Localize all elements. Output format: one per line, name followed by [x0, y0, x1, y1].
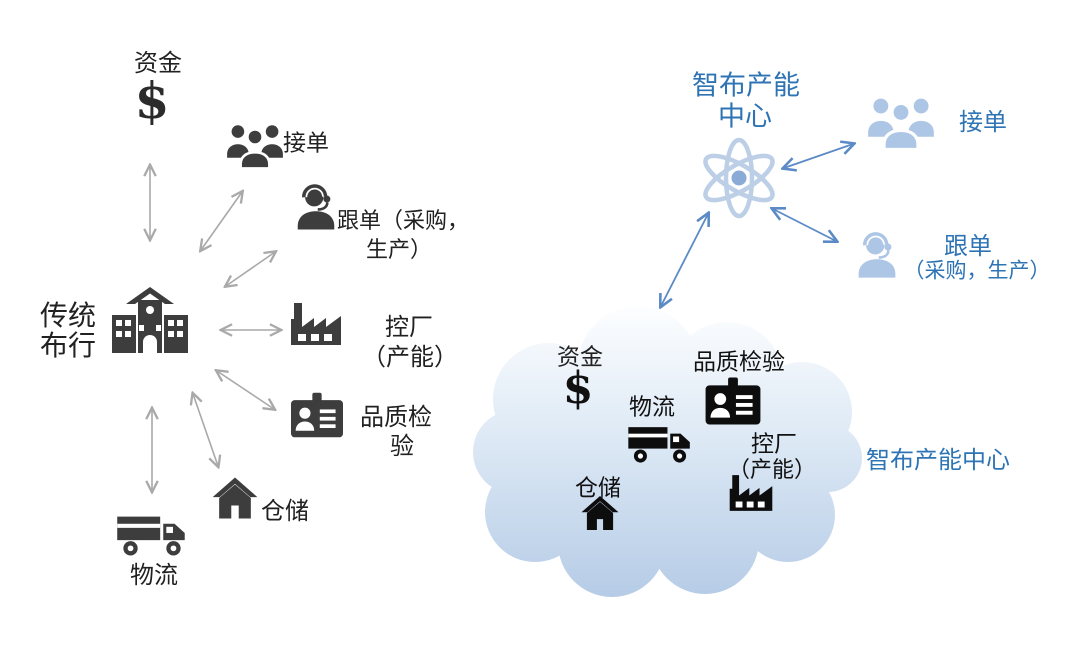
smart-hub-title-line2: 中心 — [718, 101, 772, 132]
arrow-hub-warehouse — [193, 394, 218, 466]
warehouse-label: 仓储 — [261, 498, 309, 525]
cloud-warehouse-label: 仓储 — [575, 474, 621, 501]
arrow-atom-follow — [773, 209, 836, 241]
cloud-side-label: 智布产能中心 — [866, 447, 1010, 474]
arrow-atom-orders — [784, 144, 853, 168]
cloud-logistics-label: 物流 — [629, 393, 675, 420]
gray-arrows — [150, 166, 280, 491]
house-icon-cloud — [582, 496, 619, 530]
follow-label-line2: 生产） — [365, 237, 433, 262]
cloud-factory-label-line2: （产能） — [727, 457, 817, 482]
cloud-funds-label: 资金 — [557, 343, 603, 370]
atom-icon — [703, 137, 775, 219]
smart-follow-label-line2: （采购，生产） — [903, 259, 1051, 283]
people-group-icon — [226, 124, 284, 169]
factory-icon-cloud — [728, 475, 774, 511]
follow-label-line1: 跟单（采购， — [336, 208, 470, 233]
arrow-atom-cloud — [661, 214, 708, 306]
traditional-hub-label-line2: 布行 — [39, 330, 97, 361]
id-badge-icon — [291, 393, 343, 438]
cloud-factory-label-line1: 控厂 — [751, 430, 797, 457]
headset-person-icon-light — [856, 230, 898, 278]
quality-label-line2: 验 — [390, 433, 414, 460]
orders-label: 接单 — [283, 129, 329, 156]
factory-icon — [289, 303, 343, 345]
headset-person-icon — [295, 183, 337, 230]
factory-label-line1: 控厂 — [385, 314, 433, 341]
id-badge-icon-cloud — [706, 378, 761, 425]
arrow-hub-orders — [201, 192, 242, 250]
house-icon — [213, 478, 258, 519]
traditional-hub-label-line1: 传统 — [39, 300, 97, 331]
factory-label-line2: （产能） — [362, 344, 458, 371]
blue-arrows — [661, 144, 853, 306]
school-building-icon — [110, 287, 190, 353]
cloud-quality-label: 品质检验 — [693, 348, 785, 375]
quality-label-line1: 品质检 — [360, 404, 432, 431]
cloud-dollar-sign: $ — [562, 363, 594, 414]
arrow-hub-quality — [217, 371, 274, 409]
arrow-hub-follow — [226, 252, 275, 286]
truck-icon-cloud — [628, 423, 692, 464]
people-group-icon-light — [863, 97, 939, 150]
dollar-sign: $ — [134, 71, 170, 130]
funds-label: 资金 — [134, 50, 182, 77]
smart-follow-label-line1: 跟单 — [944, 233, 992, 260]
truck-icon — [117, 512, 187, 557]
logistics-label: 物流 — [130, 562, 178, 589]
smart-orders-label: 接单 — [959, 109, 1007, 136]
smart-hub-title-line1: 智布产能 — [692, 70, 800, 101]
